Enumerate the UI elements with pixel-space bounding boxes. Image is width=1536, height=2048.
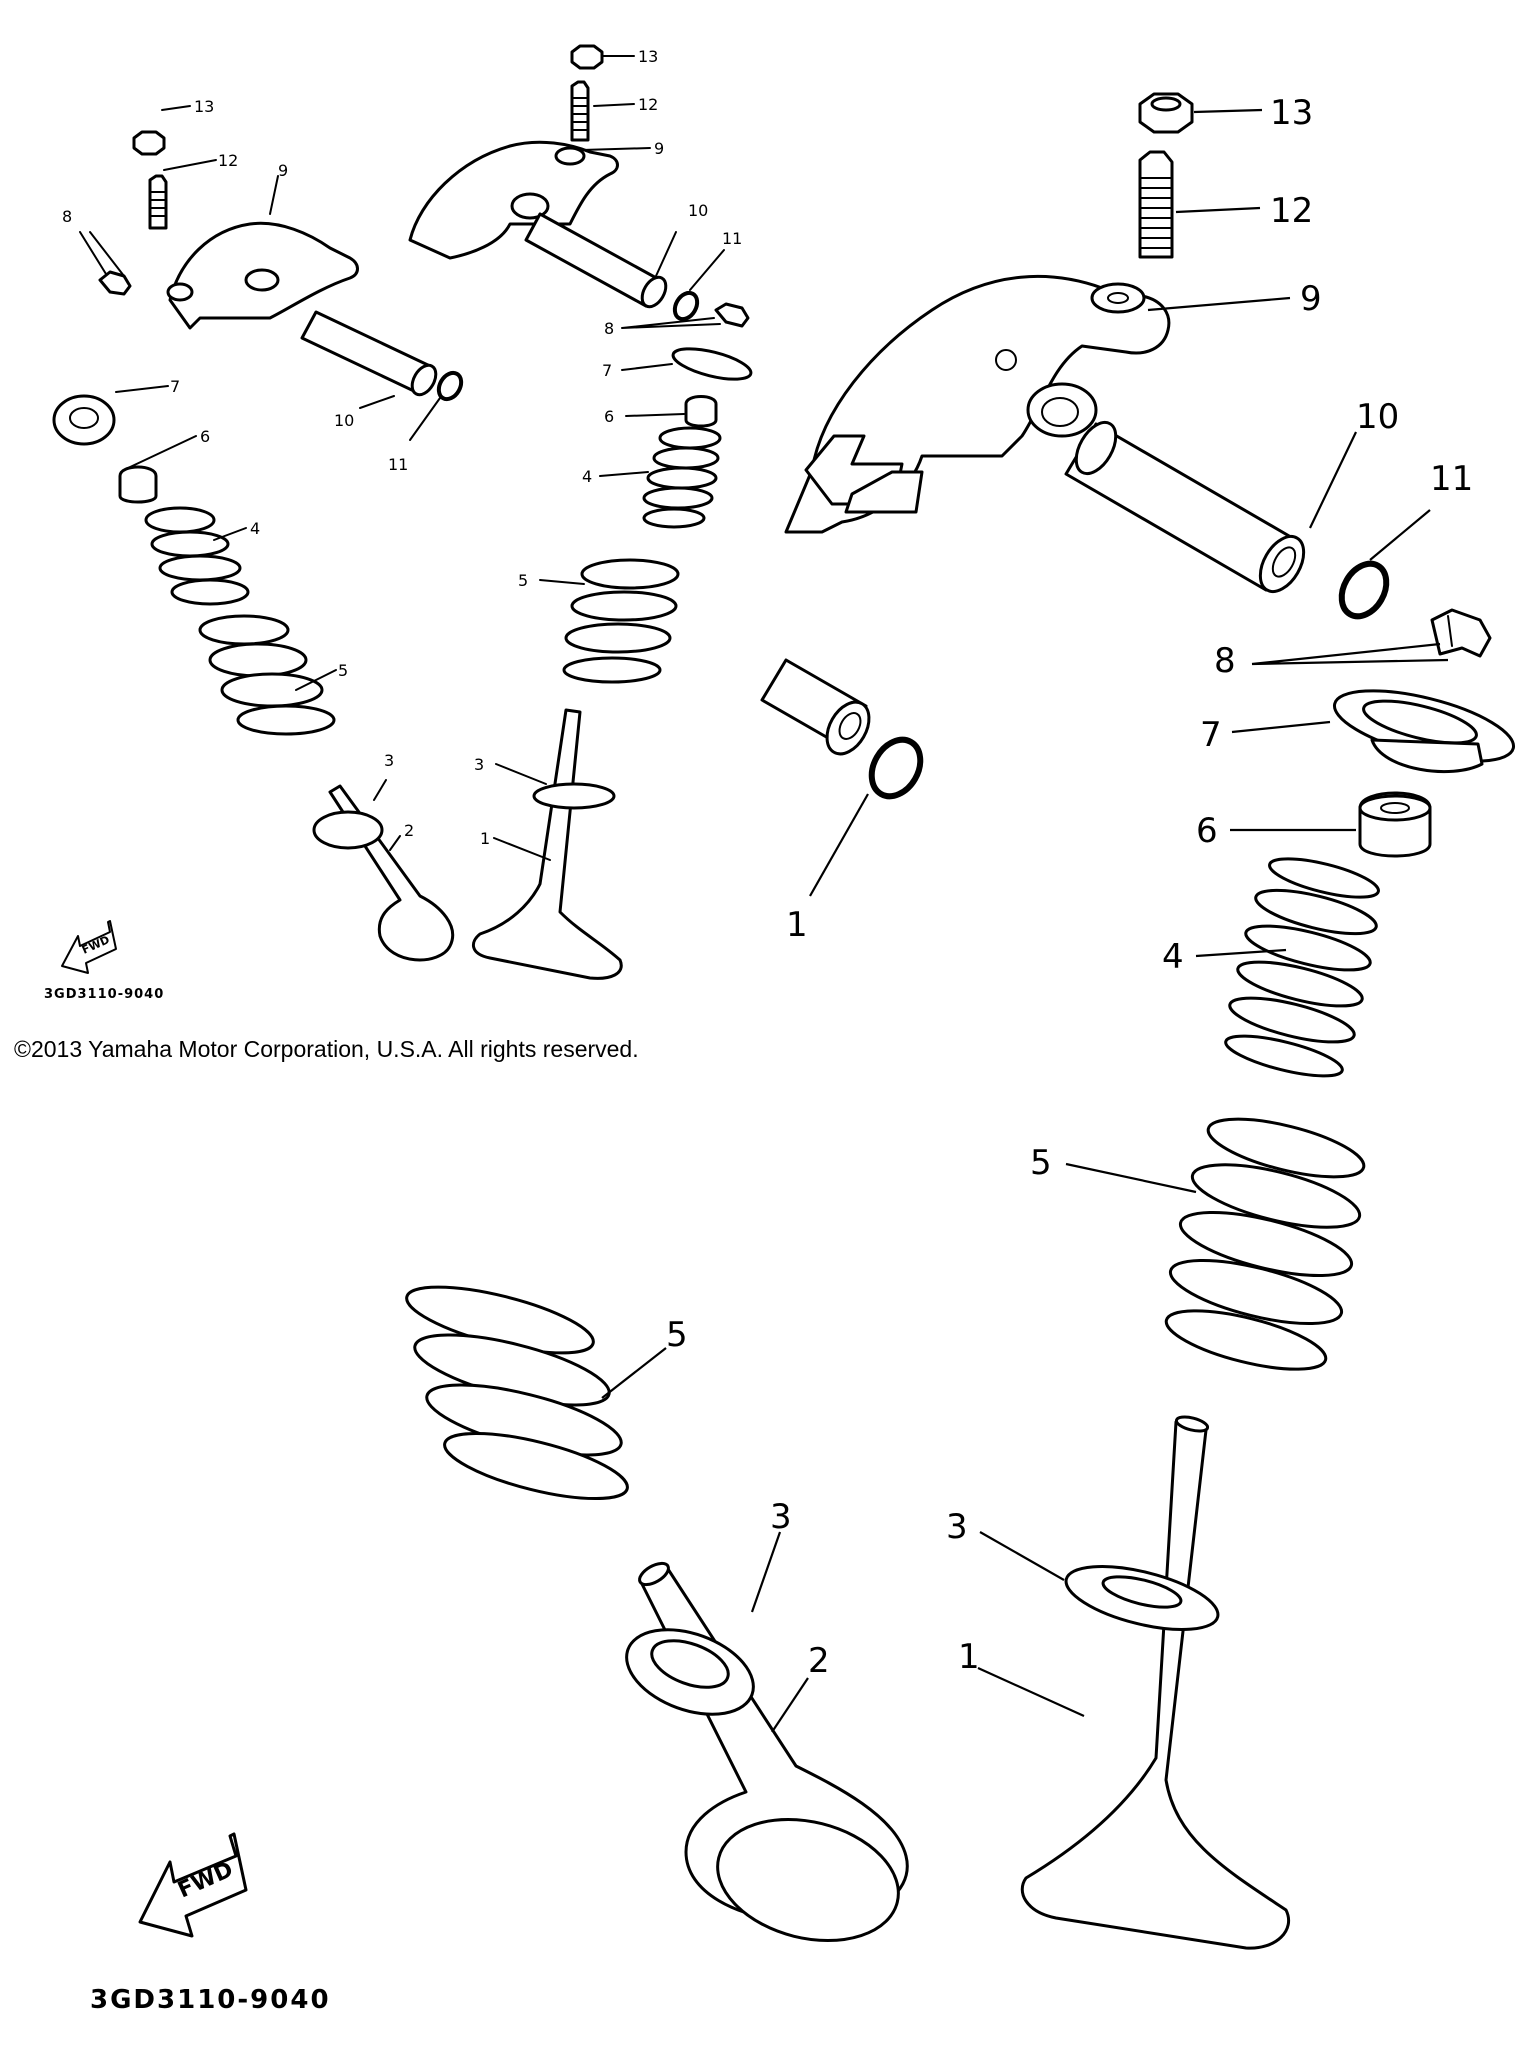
overview-right-assembly bbox=[408, 44, 753, 980]
ov-label-5-left: 5 bbox=[338, 661, 348, 680]
label-13: 13 bbox=[1270, 93, 1313, 133]
part-13-nut bbox=[1138, 92, 1194, 134]
ov-label-10-left: 10 bbox=[334, 411, 354, 430]
label-1: 1 bbox=[958, 1637, 980, 1677]
ov-label-2-left: 2 bbox=[404, 821, 414, 840]
part-1-shaft-fragment bbox=[760, 658, 924, 800]
part-11-o-ring bbox=[1338, 560, 1390, 620]
copyright-notice: ©2013 Yamaha Motor Corporation, U.S.A. A… bbox=[14, 1036, 639, 1062]
label-5-alt: 5 bbox=[666, 1315, 688, 1355]
diagram-code-large: 3GD3110-9040 bbox=[90, 1985, 331, 2015]
fwd-arrow-icon: FWD bbox=[138, 1832, 248, 1938]
label-3-left: 3 bbox=[770, 1497, 792, 1537]
ov-label-6-left: 6 bbox=[200, 427, 210, 446]
part-6-stem-seal bbox=[1358, 791, 1432, 858]
ov-label-11-right: 11 bbox=[722, 229, 742, 248]
label-11: 11 bbox=[1430, 459, 1473, 499]
part-4-inner-spring bbox=[1224, 857, 1380, 1078]
part-7-spring-retainer bbox=[1332, 689, 1516, 774]
label-1-fragment: 1 bbox=[786, 905, 808, 945]
ov-label-3-left: 3 bbox=[384, 751, 394, 770]
ov-label-7-left: 7 bbox=[170, 377, 180, 396]
part-5-outer-spring-alt bbox=[405, 1285, 629, 1501]
part-9-rocker-arm bbox=[784, 275, 1171, 534]
ov-label-7-right: 7 bbox=[602, 361, 612, 380]
label-8: 8 bbox=[1214, 641, 1236, 681]
ov-label-9-right: 9 bbox=[654, 139, 664, 158]
ov-label-13-right: 13 bbox=[638, 47, 658, 66]
label-10: 10 bbox=[1356, 397, 1399, 437]
overview-leader-lines bbox=[79, 55, 725, 861]
ov-label-10-right: 10 bbox=[688, 201, 708, 220]
ov-label-6-right: 6 bbox=[604, 407, 614, 426]
fwd-arrow-small-icon: FWD bbox=[61, 920, 117, 974]
ov-label-5-right: 5 bbox=[518, 571, 528, 590]
ov-label-8-left: 8 bbox=[62, 207, 72, 226]
ov-label-12-right: 12 bbox=[638, 95, 658, 114]
ov-label-1-right: 1 bbox=[480, 829, 490, 848]
part-5-outer-spring bbox=[1164, 1117, 1366, 1371]
part-3-valve-seat-right bbox=[1064, 1564, 1220, 1632]
ov-label-11-left: 11 bbox=[388, 455, 408, 474]
overview-left-assembly bbox=[52, 130, 464, 962]
label-6: 6 bbox=[1196, 811, 1218, 851]
ov-label-4-right: 4 bbox=[582, 467, 592, 486]
ov-label-8-right: 8 bbox=[604, 319, 614, 338]
ov-label-3-right: 3 bbox=[474, 755, 484, 774]
label-3-right: 3 bbox=[946, 1507, 968, 1547]
part-2-intake-valve bbox=[638, 1561, 909, 1943]
label-9: 9 bbox=[1300, 279, 1322, 319]
ov-label-4-left: 4 bbox=[250, 519, 260, 538]
part-12-adjusting-screw bbox=[1138, 150, 1174, 259]
ov-label-12-left: 12 bbox=[218, 151, 238, 170]
part-10-rocker-shaft bbox=[1064, 420, 1306, 593]
ov-label-9-left: 9 bbox=[278, 161, 288, 180]
part-1-exhaust-valve bbox=[1020, 1415, 1290, 1950]
label-7: 7 bbox=[1200, 715, 1222, 755]
ov-label-13-left: 13 bbox=[194, 97, 214, 116]
label-5: 5 bbox=[1030, 1143, 1052, 1183]
label-12: 12 bbox=[1270, 191, 1313, 231]
part-8-valve-cotter bbox=[1430, 608, 1492, 658]
diagram-code-small: 3GD3110-9040 bbox=[44, 987, 164, 1002]
label-2: 2 bbox=[808, 1641, 830, 1681]
label-4: 4 bbox=[1162, 937, 1184, 977]
part-3-valve-seat-left bbox=[625, 1628, 755, 1716]
